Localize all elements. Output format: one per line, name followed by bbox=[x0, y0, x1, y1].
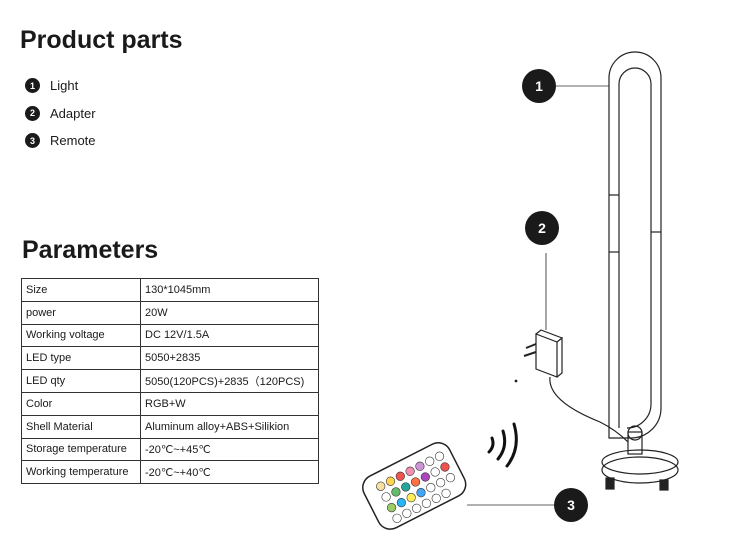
param-value: -20℃~+40℃ bbox=[140, 460, 319, 485]
callout-badge-1: 1 bbox=[522, 69, 556, 103]
param-value: 20W bbox=[140, 300, 319, 325]
part-label: Light bbox=[50, 78, 79, 94]
part-label: Adapter bbox=[50, 105, 96, 121]
floor-lamp-illustration bbox=[601, 51, 679, 491]
callout-badge-3: 3 bbox=[554, 488, 588, 522]
remote-illustration bbox=[362, 442, 467, 530]
table-row: Storage temperature -20℃~+45℃ bbox=[21, 437, 319, 462]
product-parts-title: Product parts bbox=[20, 26, 183, 54]
param-key: LED qty bbox=[21, 369, 141, 393]
table-row: Size 130*1045mm bbox=[21, 278, 319, 302]
param-value: -20℃~+45℃ bbox=[140, 437, 319, 462]
callout-badge-2: 2 bbox=[525, 211, 559, 245]
part-number-badge: 1 bbox=[25, 78, 40, 94]
param-key: Working temperature bbox=[21, 460, 141, 485]
parameters-title: Parameters bbox=[22, 236, 159, 264]
table-row: Shell Material Aluminum alloy+ABS+Siliki… bbox=[21, 414, 319, 439]
param-value: 130*1045mm bbox=[140, 278, 319, 302]
table-row: Working temperature -20℃~+40℃ bbox=[21, 460, 319, 485]
signal-wave-icon bbox=[487, 422, 518, 468]
param-value: Aluminum alloy+ABS+Silikion bbox=[140, 414, 319, 439]
table-row: Color RGB+W bbox=[21, 391, 319, 416]
part-item-adapter: 2 Adapter bbox=[25, 100, 96, 128]
part-item-remote: 3 Remote bbox=[25, 127, 96, 155]
parameters-table: Size 130*1045mm power 20W Working voltag… bbox=[21, 278, 319, 485]
part-label: Remote bbox=[50, 133, 96, 149]
adapter-illustration bbox=[514, 253, 629, 443]
part-item-light: 1 Light bbox=[25, 72, 96, 100]
parts-list: 1 Light 2 Adapter 3 Remote bbox=[25, 72, 96, 155]
part-number-badge: 3 bbox=[25, 133, 40, 149]
part-number-badge: 2 bbox=[25, 105, 40, 121]
callout-leader-lines bbox=[467, 85, 609, 506]
table-row: power 20W bbox=[21, 300, 319, 325]
